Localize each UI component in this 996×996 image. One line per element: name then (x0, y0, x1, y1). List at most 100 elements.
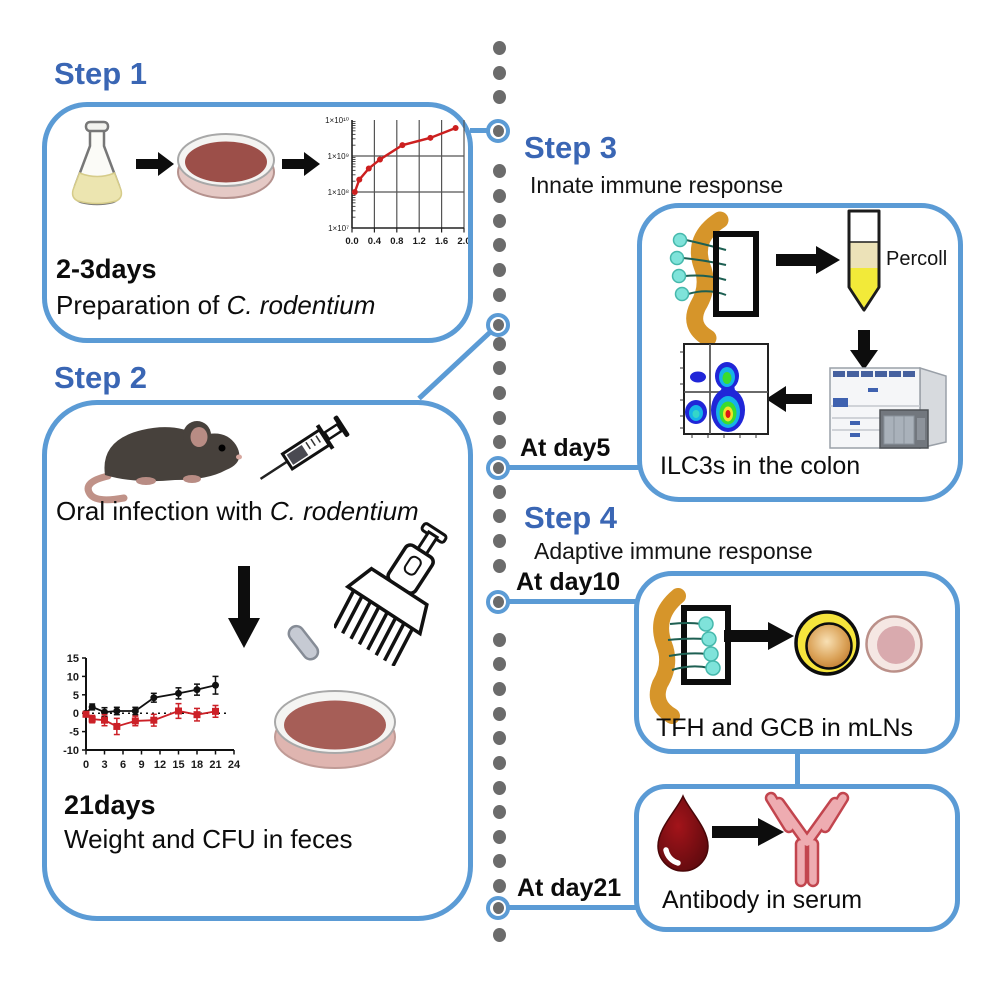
svg-text:12: 12 (154, 759, 166, 771)
timeline-dot (492, 534, 506, 548)
step3-caption: ILC3s in the colon (660, 452, 861, 480)
svg-text:0.4: 0.4 (368, 236, 382, 247)
mouse-icon (84, 421, 242, 504)
step3-title: Step 3 (524, 130, 618, 165)
step2-caption: Oral infection with C. rodentium (56, 496, 419, 526)
connector-step4-vertical (795, 752, 800, 786)
svg-text:-10: -10 (63, 745, 79, 757)
arrow-right-icon (136, 152, 174, 176)
timeline-dot (492, 435, 506, 450)
timeline-dot (492, 657, 506, 672)
timeline-dot (492, 484, 506, 499)
step1-duration: 2-3days (56, 254, 157, 284)
step3-subtitle: Innate immune response (530, 172, 784, 198)
timeline-dot (492, 188, 506, 203)
timeline-dot (492, 706, 506, 721)
svg-text:18: 18 (191, 759, 203, 771)
svg-text:24: 24 (228, 759, 241, 771)
step1-caption: Preparation of C. rodentium (56, 290, 376, 320)
connector-day5 (506, 465, 639, 470)
timeline-dot (492, 164, 506, 179)
arrow-right-icon (724, 622, 794, 650)
step2-duration: 21days (64, 790, 156, 820)
timeline-dot (492, 262, 506, 277)
arrow-right-icon (712, 818, 784, 846)
timeline-dot (492, 41, 506, 55)
timeline-dot (492, 361, 506, 376)
timeline-label-day5: At day5 (520, 434, 611, 462)
timeline-label-day21: At day21 (517, 874, 622, 902)
timeline-node-step1 (486, 119, 510, 143)
svg-text:3: 3 (101, 759, 107, 771)
svg-text:1×10⁹: 1×10⁹ (328, 152, 349, 161)
svg-text:-5: -5 (69, 727, 79, 739)
timeline-node-step2 (486, 313, 510, 337)
flow-cytometry-plot (680, 343, 769, 438)
svg-text:1.6: 1.6 (435, 236, 448, 247)
step4-caption1: TFH and GCB in mLNs (656, 714, 914, 742)
step2-title: Step 2 (54, 360, 148, 395)
colon-section-icon (669, 211, 759, 347)
step2-caption2: Weight and CFU in feces (64, 824, 353, 854)
svg-text:0.8: 0.8 (390, 236, 403, 247)
percoll-label: Percoll (886, 248, 948, 270)
timeline-dot (492, 879, 506, 894)
timeline-node-day21 (486, 896, 510, 920)
svg-text:21: 21 (209, 759, 221, 771)
timeline-dot (492, 558, 506, 573)
timeline-dot (492, 780, 506, 795)
svg-text:0.0: 0.0 (345, 236, 358, 247)
syringe-icon (259, 415, 350, 480)
timeline-dot (492, 755, 506, 770)
svg-text:2.0: 2.0 (457, 236, 468, 247)
step4-subtitle: Adaptive immune response (534, 538, 813, 564)
svg-text:1×10⁷: 1×10⁷ (328, 224, 349, 233)
svg-text:10: 10 (67, 671, 79, 683)
gcb-cell-icon (865, 615, 923, 673)
timeline-dot (492, 731, 506, 746)
timeline-dot (492, 213, 506, 228)
timeline-node-day10 (486, 590, 510, 614)
timeline-dot (492, 854, 506, 869)
svg-text:1×10¹⁰: 1×10¹⁰ (325, 116, 349, 125)
timeline-dot (492, 287, 506, 302)
step4-title: Step 4 (524, 500, 618, 535)
timeline-dot (492, 805, 506, 820)
timeline-label-day10: At day10 (516, 568, 621, 596)
timeline-dot (492, 928, 506, 943)
timeline-dot (492, 632, 506, 647)
multichannel-pipette-icon (334, 522, 448, 666)
arrow-down-icon (228, 566, 260, 648)
bacterium-icon (287, 624, 320, 661)
svg-text:1×10⁸: 1×10⁸ (328, 188, 349, 197)
connector-step1 (470, 128, 490, 133)
svg-text:0: 0 (83, 759, 89, 771)
arrow-down-icon (850, 330, 878, 370)
arrow-right-icon (776, 246, 840, 274)
connector-day10 (506, 599, 637, 604)
timeline-dot (492, 410, 506, 425)
colon-section-icon (649, 588, 731, 724)
blood-drop-icon (657, 794, 709, 872)
timeline-dot (492, 681, 506, 696)
petri-dish-icon (274, 690, 396, 769)
flow-cytometer-icon (829, 366, 947, 449)
step2-panel (42, 400, 473, 921)
timeline-dot (492, 509, 506, 524)
erlenmeyer-flask-icon (71, 120, 123, 206)
connector-day21 (506, 905, 637, 910)
svg-text:1.2: 1.2 (413, 236, 426, 247)
antibody-icon (764, 791, 850, 888)
step1-title: Step 1 (54, 56, 148, 91)
tfh-cell-icon (794, 610, 860, 676)
timeline-dot (492, 65, 506, 80)
timeline-node-day5 (486, 456, 510, 480)
svg-text:6: 6 (120, 759, 126, 771)
timeline-dot (492, 238, 506, 253)
growth-curve-chart: 1×10¹⁰ 1×10⁹ 1×10⁸ 1×10⁷ 0.0 0.4 0.8 1.2 1.6 2.0 (325, 116, 468, 247)
svg-text:15: 15 (172, 759, 184, 771)
timeline-dot (492, 386, 506, 401)
step1-panel (42, 102, 473, 343)
arrow-left-icon (766, 386, 812, 412)
